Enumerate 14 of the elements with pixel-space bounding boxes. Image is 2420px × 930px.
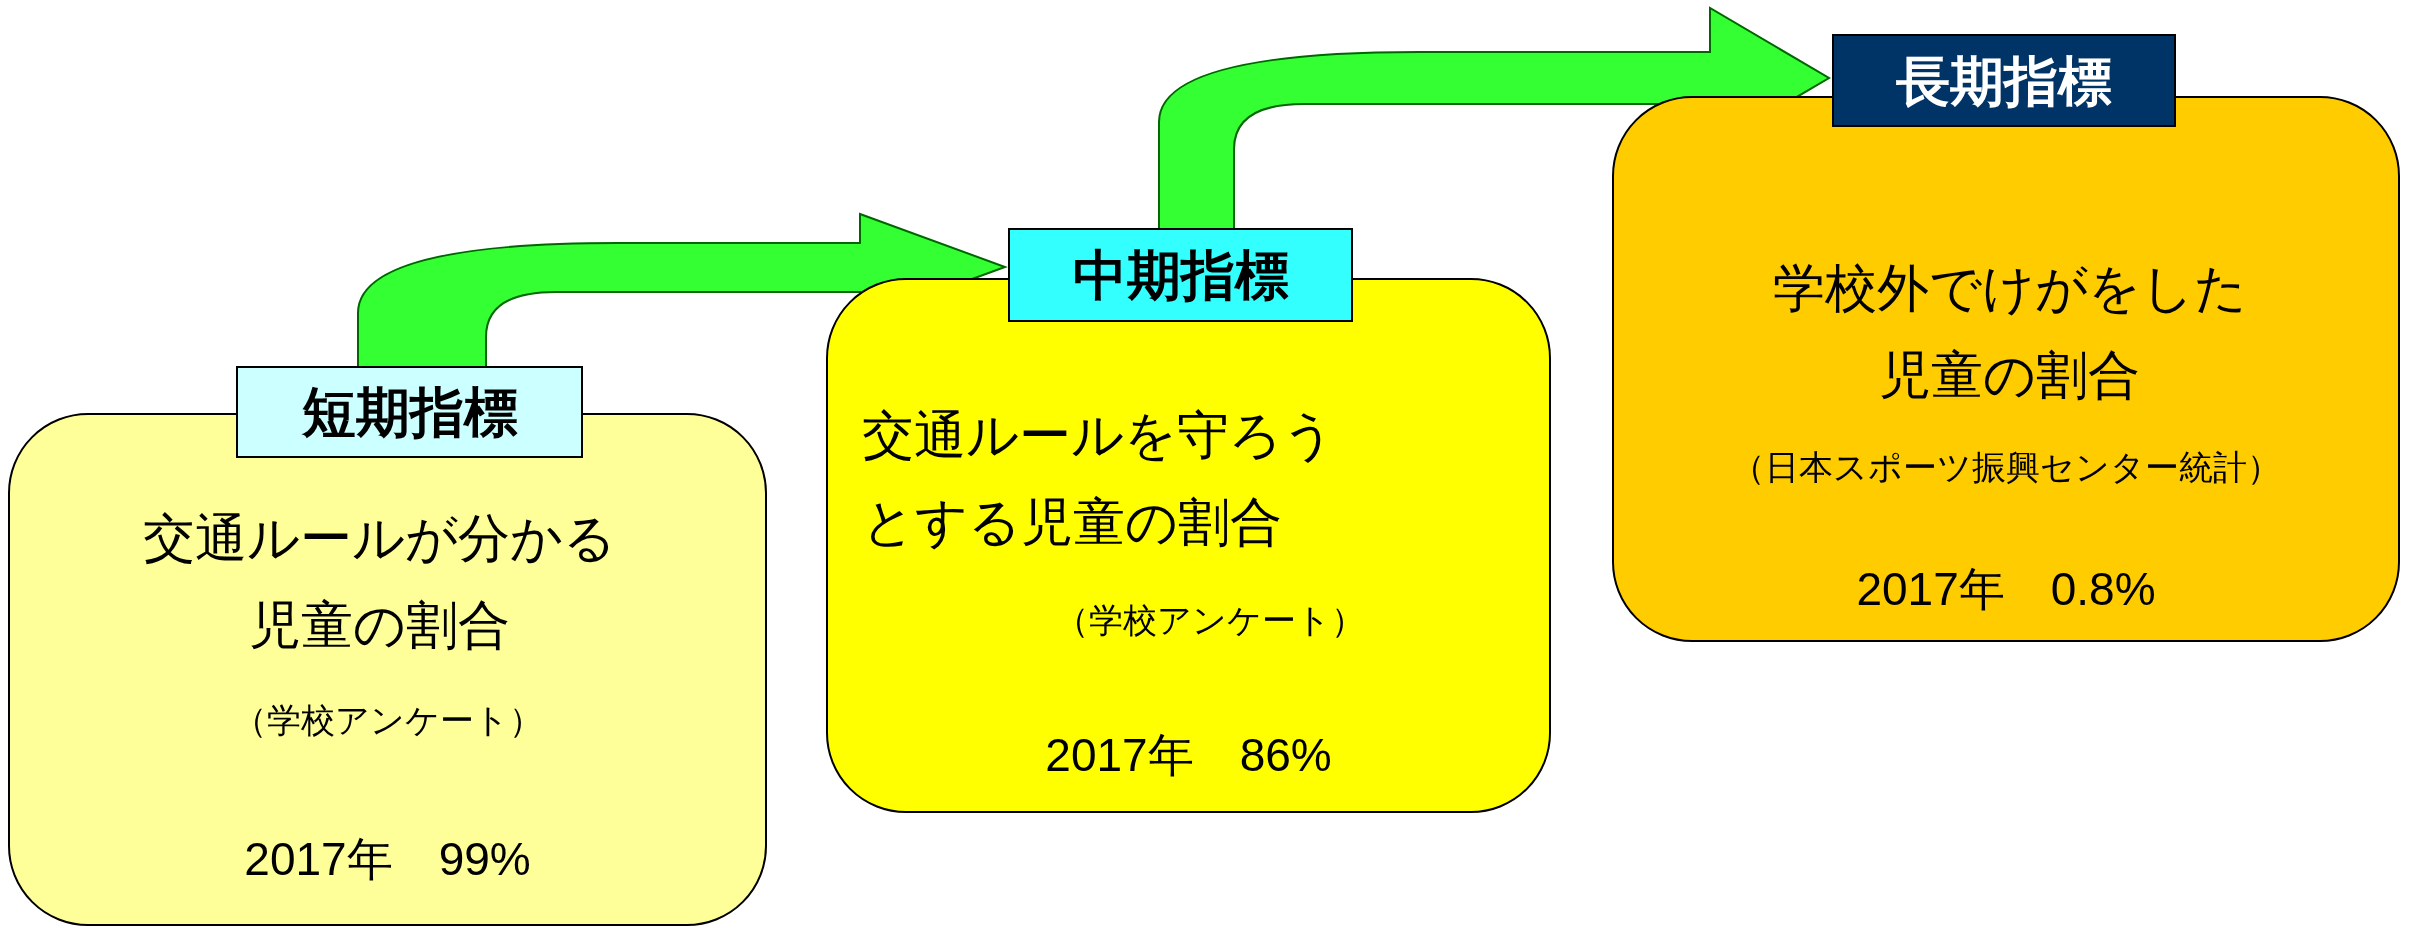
block-arrow: [357, 213, 1006, 368]
source-note: （日本スポーツ振興センター統計）: [1730, 447, 2282, 488]
stat-text: 2017年 99%: [243, 832, 532, 887]
source-note: （学校アンケート）: [231, 700, 544, 741]
heading-tag: 短期指標: [236, 366, 583, 458]
source-note: （学校アンケート）: [1054, 600, 1366, 641]
title-text: 学校外でけがをした児童の割合: [1772, 258, 2248, 407]
heading-tag: 長期指標: [1832, 34, 2176, 127]
block-arrow: [1158, 7, 1830, 230]
stat-text: 2017年 86%: [1044, 728, 1333, 783]
stat-text: 2017年 0.8%: [1855, 562, 2157, 617]
title-text: 交通ルールを守ろうとする児童の割合: [862, 405, 1336, 554]
title-text: 交通ルールが分かる児童の割合: [142, 508, 618, 657]
heading-tag: 中期指標: [1008, 228, 1353, 322]
